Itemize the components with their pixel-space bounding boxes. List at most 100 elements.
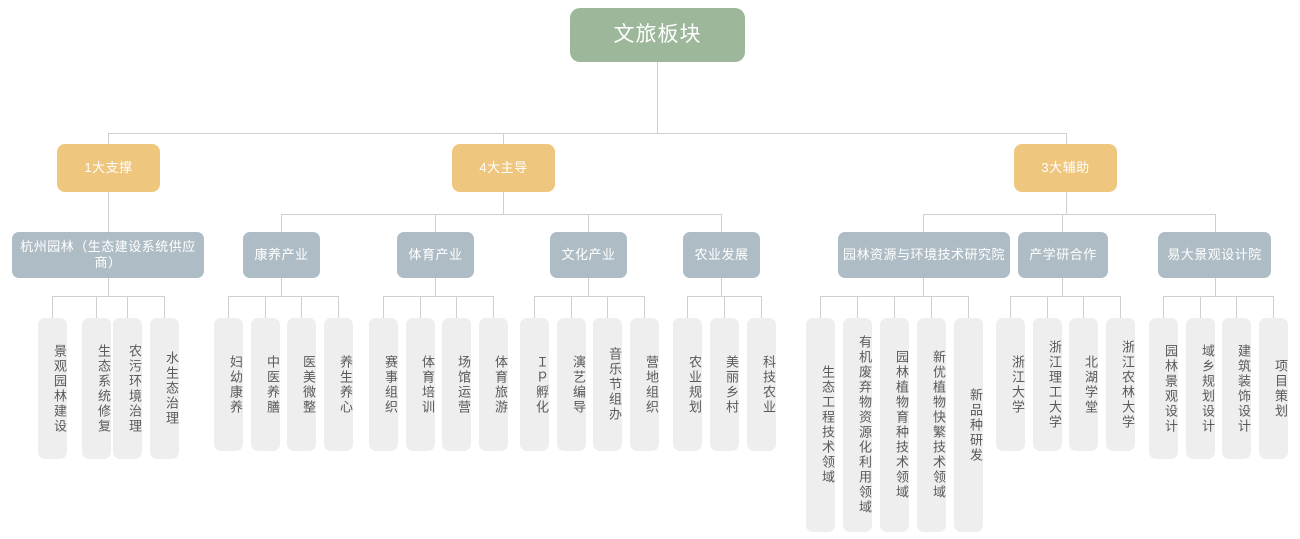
level3-node-agriculture[interactable]: 农业发展 — [683, 232, 760, 278]
connector-leafB-stem — [281, 278, 282, 296]
connector-leafH-drop-1 — [1163, 296, 1164, 318]
connector-groupA-stem — [108, 192, 109, 232]
leaf-node[interactable]: 域乡规划设计 — [1186, 318, 1215, 459]
leaf-node[interactable]: 体育旅游 — [479, 318, 508, 451]
connector-leafE-drop-1 — [687, 296, 688, 318]
leaf-node[interactable]: 水生态治理 — [150, 318, 179, 459]
connector-level2-drop-1 — [108, 133, 109, 145]
leaf-node[interactable]: 北湖学堂 — [1069, 318, 1098, 451]
leaf-node[interactable]: 新优植物快繁技术领域 — [917, 318, 946, 532]
leaf-node[interactable]: 养生养心 — [324, 318, 353, 451]
leaf-node[interactable]: 科技农业 — [747, 318, 776, 451]
level3-node-sports[interactable]: 体育产业 — [397, 232, 474, 278]
connector-leafB-drop-4 — [338, 296, 339, 318]
connector-leafB-drop-3 — [301, 296, 302, 318]
connector-groupB-drop-4 — [721, 214, 722, 232]
leaf-node[interactable]: 体育培训 — [406, 318, 435, 451]
connector-leafA-drop-2 — [96, 296, 97, 318]
leaf-node[interactable]: 妇幼康养 — [214, 318, 243, 451]
connector-leafA-bus — [52, 296, 164, 297]
connector-leafD-drop-1 — [534, 296, 535, 318]
leaf-node[interactable]: 生态系统修复 — [82, 318, 111, 459]
leaf-node[interactable]: 园林景观设计 — [1149, 318, 1178, 459]
connector-leafB-drop-2 — [265, 296, 266, 318]
connector-leafF-drop-3 — [894, 296, 895, 318]
connector-leafH-bus — [1163, 296, 1273, 297]
connector-groupC-drop-1 — [923, 214, 924, 232]
level2-node-leading[interactable]: 4大主导 — [452, 144, 555, 192]
connector-leafF-drop-2 — [857, 296, 858, 318]
connector-leafB-drop-1 — [228, 296, 229, 318]
level3-node-kangyang[interactable]: 康养产业 — [243, 232, 320, 278]
leaf-node[interactable]: Ｉｐ孵化 — [520, 318, 549, 451]
connector-leafE-drop-3 — [761, 296, 762, 318]
leaf-node[interactable]: 农污环境治理 — [113, 318, 142, 459]
connector-groupB-drop-2 — [435, 214, 436, 232]
connector-root-stem — [657, 62, 658, 133]
leaf-node[interactable]: 赛事组织 — [369, 318, 398, 451]
level3-node-industry-academia[interactable]: 产学研合作 — [1018, 232, 1108, 278]
leaf-node[interactable]: 建筑装饰设计 — [1222, 318, 1251, 459]
leaf-node[interactable]: 场馆运营 — [442, 318, 471, 451]
connector-leafD-drop-3 — [607, 296, 608, 318]
connector-leafG-bus — [1010, 296, 1120, 297]
connector-leafF-drop-1 — [820, 296, 821, 318]
connector-groupC-bus — [923, 214, 1215, 215]
level3-node-research-institute[interactable]: 园林资源与环境技术研究院 — [838, 232, 1010, 278]
leaf-node[interactable]: 美丽乡村 — [710, 318, 739, 451]
leaf-node[interactable]: 农业规划 — [673, 318, 702, 451]
connector-leafD-drop-4 — [644, 296, 645, 318]
leaf-node[interactable]: 园林植物育种技术领域 — [880, 318, 909, 532]
leaf-node[interactable]: 浙江农林大学 — [1106, 318, 1135, 451]
connector-leafH-drop-3 — [1236, 296, 1237, 318]
connector-leafG-stem — [1062, 278, 1063, 296]
connector-leafF-stem — [923, 278, 924, 296]
leaf-node[interactable]: 音乐节组办 — [593, 318, 622, 451]
leaf-node[interactable]: 景观园林建设 — [38, 318, 67, 459]
connector-groupC-drop-2 — [1062, 214, 1063, 232]
connector-groupB-drop-1 — [281, 214, 282, 232]
leaf-node[interactable]: 项目策划 — [1259, 318, 1288, 459]
connector-groupB-stem — [503, 192, 504, 214]
connector-groupB-bus — [281, 214, 721, 215]
connector-level2-drop-3 — [1066, 133, 1067, 145]
level3-node-yida-design[interactable]: 易大景观设计院 — [1158, 232, 1271, 278]
connector-leafC-stem — [435, 278, 436, 296]
connector-leafC-bus — [383, 296, 493, 297]
connector-leafG-drop-1 — [1010, 296, 1011, 318]
connector-leafD-bus — [534, 296, 644, 297]
level3-node-hangzhou-garden[interactable]: 杭州园林（生态建设系统供应商） — [12, 232, 204, 278]
leaf-node[interactable]: 浙江理工大学 — [1033, 318, 1062, 451]
connector-leafC-drop-4 — [493, 296, 494, 318]
level3-node-culture[interactable]: 文化产业 — [550, 232, 627, 278]
connector-leafG-drop-3 — [1083, 296, 1084, 318]
leaf-node[interactable]: 中医养膳 — [251, 318, 280, 451]
level2-node-support[interactable]: 1大支撑 — [57, 144, 160, 192]
connector-groupC-drop-3 — [1215, 214, 1216, 232]
connector-leafH-drop-4 — [1273, 296, 1274, 318]
leaf-node[interactable]: 医美微整 — [287, 318, 316, 451]
connector-leafC-drop-2 — [420, 296, 421, 318]
leaf-node[interactable]: 生态工程技术领域 — [806, 318, 835, 532]
connector-leafD-drop-2 — [571, 296, 572, 318]
connector-leafE-stem — [721, 278, 722, 296]
connector-leafA-drop-3 — [127, 296, 128, 318]
level2-node-auxiliary[interactable]: 3大辅助 — [1014, 144, 1117, 192]
connector-leafC-drop-1 — [383, 296, 384, 318]
connector-leafG-drop-4 — [1120, 296, 1121, 318]
connector-leafB-bus — [228, 296, 338, 297]
connector-level2-bus — [108, 133, 1066, 134]
connector-leafC-drop-3 — [456, 296, 457, 318]
connector-leafH-stem — [1215, 278, 1216, 296]
connector-leafF-drop-4 — [931, 296, 932, 318]
connector-leafA-drop-4 — [164, 296, 165, 318]
leaf-node[interactable]: 新品种研发 — [954, 318, 983, 532]
leaf-node[interactable]: 演艺编导 — [557, 318, 586, 451]
leaf-node[interactable]: 有机废弃物资源化利用领域 — [843, 318, 872, 532]
connector-leafD-stem — [588, 278, 589, 296]
leaf-node[interactable]: 营地组织 — [630, 318, 659, 451]
connector-leafF-drop-5 — [968, 296, 969, 318]
root-node[interactable]: 文旅板块 — [570, 8, 745, 62]
leaf-node[interactable]: 浙江大学 — [996, 318, 1025, 451]
